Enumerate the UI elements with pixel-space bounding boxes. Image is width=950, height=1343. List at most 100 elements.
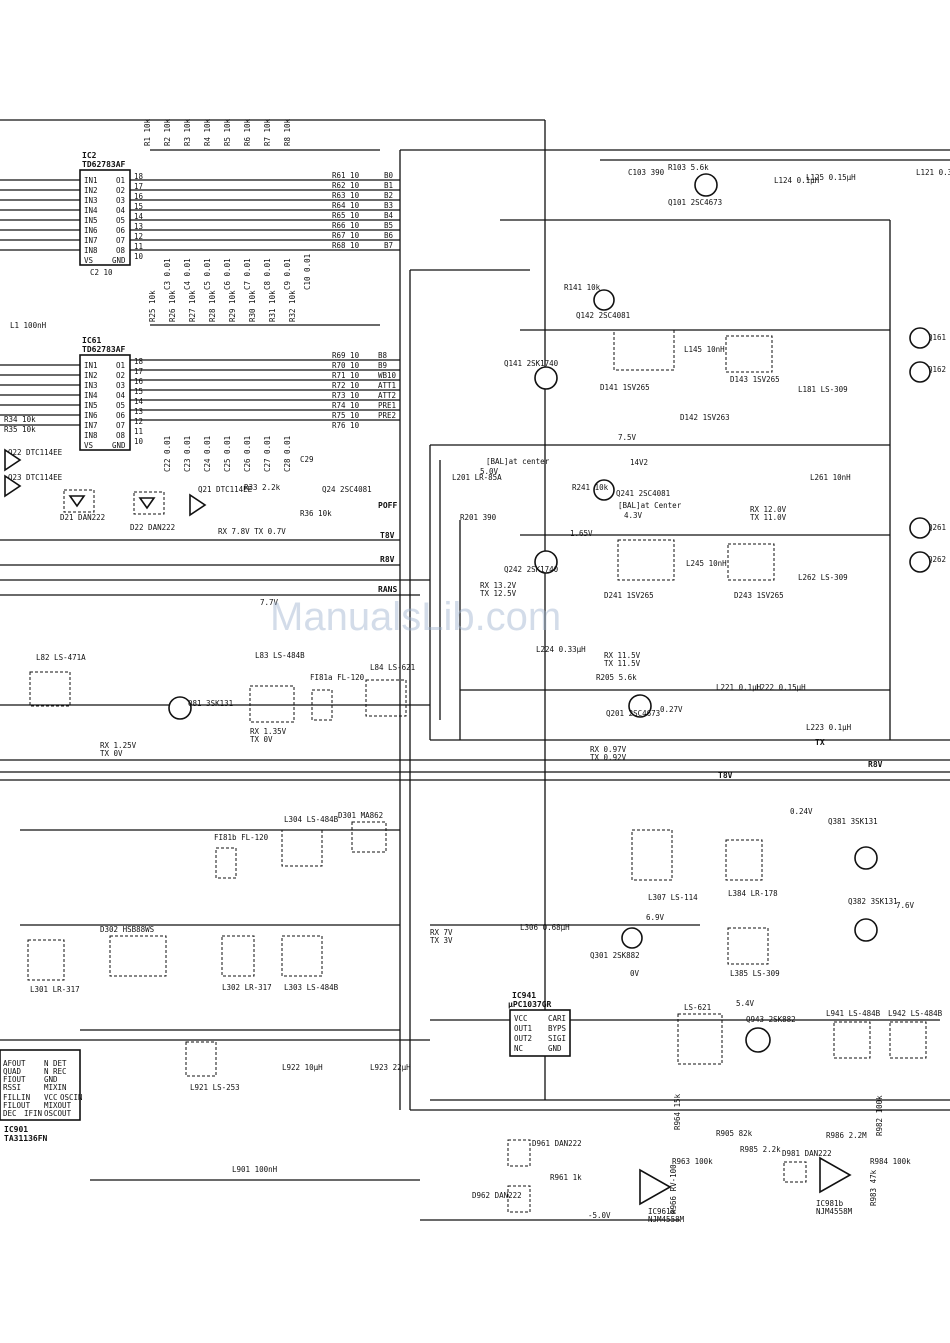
resistor-label: R2 10k (163, 118, 172, 146)
ic901-part: TA31136FN (4, 1134, 48, 1143)
resistor-label: R63 10 (332, 191, 360, 200)
voltage-note: TX 3V (430, 936, 453, 945)
inductor-label: L222 0.15μH (756, 683, 806, 692)
ic61-pin-label: O4 (116, 391, 126, 400)
voltage-note: 4.3V (624, 511, 643, 520)
voltage-note: -5.0V (588, 1211, 611, 1220)
voltage-note: RX 7V (430, 928, 453, 937)
net-label: B0 (384, 171, 394, 180)
capacitor-label: C2 10 (90, 268, 113, 277)
net-label: B6 (384, 231, 394, 240)
resistor-label: R7 10k (263, 118, 272, 146)
net-label: 14V2 (630, 458, 648, 467)
net-label: TX (815, 738, 825, 747)
capacitor-label: C9 0.01 (283, 258, 292, 290)
transistor-label: Q381 3SK131 (828, 817, 878, 826)
ic2-pin-label: IN5 (84, 216, 98, 225)
voltage-note: RX 7.8V TX 0.7V (218, 527, 286, 536)
ic901-pin-label: DEC (3, 1109, 17, 1118)
ic2-pin-number: 10 (134, 252, 144, 261)
capacitor-label: C4 0.01 (183, 258, 192, 290)
filter-label: FI81a FL-120 (310, 673, 365, 682)
rf-filter-section-1: Q141 2SK1740 Q142 2SC4081 R141 10k D141 … (504, 283, 950, 422)
ic61-pin-label: O2 (116, 371, 125, 380)
net-label: PRE1 (378, 401, 396, 410)
ic2-pin-label: IN7 (84, 236, 98, 245)
b-line-resistors: R61 10 R62 10 R63 10 R64 10 R65 10 R66 1… (332, 171, 394, 250)
ic2-pin-number: 11 (134, 242, 143, 251)
ic941-pin-label: GND (548, 1044, 562, 1053)
resistor-label: R1 10k (143, 118, 152, 146)
ic901-pin-label: N REC (44, 1067, 67, 1076)
net-label: B4 (384, 211, 394, 220)
resistor-label: R964 15k (673, 1093, 682, 1130)
net-label: B9 (378, 361, 387, 370)
ic2-pin-label: O4 (116, 206, 126, 215)
transformer-label: L82 LS-471A (36, 653, 86, 662)
osc-section-940: LS-621 Q943 2SK882 5.4V L941 LS-484B L94… (677, 999, 943, 1065)
transformer-label: L84 LS-621 (370, 663, 415, 672)
ic61-pin-number: 16 (134, 377, 144, 386)
ic2-pin-label: O3 (116, 196, 125, 205)
ic901-pin-label: FILLIN (3, 1093, 30, 1102)
ic61-pin-label: IN7 (84, 421, 98, 430)
ic941-pin-label: CARI (548, 1014, 566, 1023)
capacitor-label: C29 (300, 455, 314, 464)
ic61-pin-label: VS (84, 441, 94, 450)
voltage-note: TX 11.0V (750, 513, 787, 522)
voltage-note: 7.5V (618, 433, 637, 442)
net-label: B5 (384, 221, 393, 230)
transistor-label: Q21 DTC114EE (198, 485, 253, 494)
capacitor-label: C10 0.01 (303, 254, 312, 290)
inductor-label: L261 10nH (810, 473, 851, 482)
resistor-label: R74 10 (332, 401, 360, 410)
inductor-label: L221 0.1μH (716, 683, 762, 692)
resistor-label: R25 10k (148, 290, 157, 322)
capacitor-label: C8 0.01 (263, 258, 272, 290)
ic941-part: μPC1037GR (508, 1000, 552, 1009)
resistor-label: R34 10k (4, 415, 36, 424)
ic981-ref: IC981b (816, 1199, 844, 1208)
resistor-label: R966 RV-100 (669, 1164, 678, 1214)
buffer-symbols (4, 448, 207, 517)
capacitor-label: C24 0.01 (203, 436, 212, 472)
resistor-label: R76 10 (332, 421, 360, 430)
transformer-label: L262 LS-309 (798, 573, 848, 582)
resistor-label: R5 10k (223, 118, 232, 146)
net-label: B7 (384, 241, 393, 250)
transformer-label: L942 LS-484B (888, 1009, 943, 1018)
voltage-note: 7.7V (260, 598, 279, 607)
transformer-label: L181 LS-309 (798, 385, 848, 394)
diode-label: D302 HSB88WS (100, 925, 155, 934)
inductor-label: L306 0.68μH (520, 923, 570, 932)
tx-amp-q201: Q201 2SC4673 R205 5.6k RX 11.5V TX 11.5V… (536, 645, 883, 780)
resistor-label: R36 10k (300, 509, 332, 518)
resistor-label: R29 10k (228, 290, 237, 322)
inductor-label: L121 0.33μH (916, 168, 950, 177)
ic2-pin-label: O1 (116, 176, 125, 185)
resistor-label: R205 5.6k (596, 673, 637, 682)
voltage-note: 0.24V (790, 807, 813, 816)
transformer-label: L303 LS-484B (284, 983, 339, 992)
transformer-label: L83 LS-484B (255, 651, 305, 660)
ic61-pin-label: IN5 (84, 401, 98, 410)
ic961-ref: IC961a (648, 1207, 675, 1216)
ic901-chip: IC901 TA31136FN AFOUT QUAD FIOUT RSSI N … (0, 1049, 83, 1143)
mixer-section-380: L384 LR-178 L385 LS-309 Q381 3SK131 Q382… (725, 807, 915, 978)
net-label: R8V (868, 760, 883, 769)
ic941-pin-label: NC (514, 1044, 523, 1053)
resistor-label: R26 10k (168, 290, 177, 322)
ic61-pin-number: 11 (134, 427, 143, 436)
ic901-pin-label: N DET (44, 1059, 67, 1068)
resistor-label: R32 10k (288, 290, 297, 322)
ic61-pin-label: O1 (116, 361, 125, 370)
transformer-label: L941 LS-484B (826, 1009, 881, 1018)
watermark-text: ManualsLib.com (270, 595, 561, 639)
ic61-pin-label: IN1 (84, 361, 98, 370)
ic2-pin-label: IN8 (84, 246, 98, 255)
ic2-pin-number: 15 (134, 202, 143, 211)
voltage-note: TX 11.5V (604, 659, 641, 668)
ic2-pin-label: VS (84, 256, 94, 265)
rx-amp-q81: L82 LS-471A Q81 3SK131 RX 1.25V TX 0V L8… (29, 651, 415, 758)
diode-label: D981 DAN222 (782, 1149, 832, 1158)
